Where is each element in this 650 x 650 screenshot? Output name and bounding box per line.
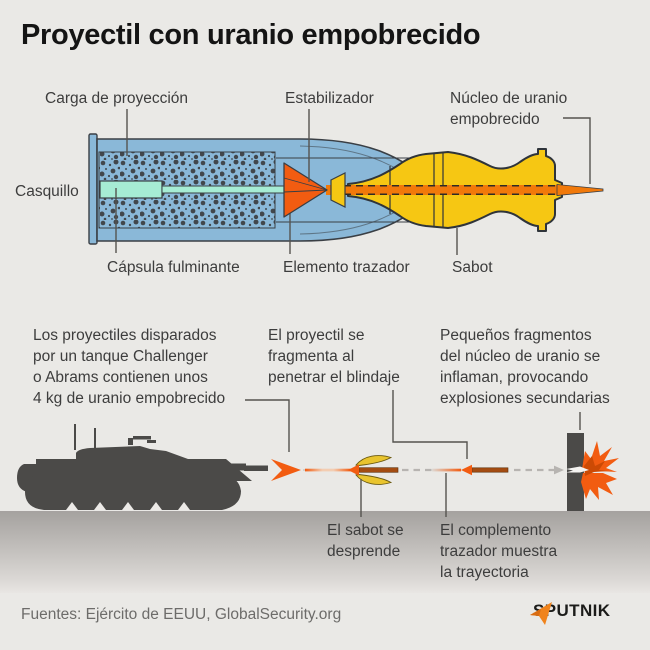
sources-text: Fuentes: Ejército de EEUU, GlobalSecurit… [21,606,342,623]
trajectory [305,455,564,485]
ground [0,511,650,593]
label-nucleo: Núcleo de uranio empobrecido [450,90,568,128]
core-tip [556,184,604,196]
casing-rim [88,133,98,245]
stabilizer-fins [283,162,328,218]
impact-crack [566,466,589,473]
track-notches [66,502,190,510]
note-sabot-discard: El sabot se desprende [327,522,404,560]
label-capsula: Cápsula fulminante [107,259,240,276]
uranium-core [326,184,604,196]
note-tank: Los proyectiles disparados por un tanque… [33,327,226,407]
sabot-discard-projectile [348,455,399,485]
secondary-explosion [566,441,619,500]
sputnik-logo-icon [530,602,552,625]
page-title: Proyectil con uranio empobrecido [21,19,481,51]
penetrator-dart [461,464,509,476]
muzzle-flash [271,459,301,481]
firing-sequence-scene [0,390,650,593]
sputnik-logo: SPUTNIK [529,601,611,625]
tracer-trail-1 [305,468,351,472]
lower-connectors [245,390,581,517]
upper-connectors [126,109,591,255]
note-tracer: El complemento trazador muestra la traye… [440,522,558,581]
tracer-trail-2 [432,468,461,472]
trajectory-arrowhead [554,465,564,475]
label-estabilizador: Estabilizador [285,90,374,107]
label-carga: Carga de proyección [45,90,189,107]
shell-cutaway-diagram [88,109,604,255]
note-explosion: Pequeños fragmentos del núcleo de uranio… [440,327,610,407]
sputnik-wordmark: SPUTNIK [533,601,611,620]
note-fragment: El proyectil se fragmenta al penetrar el… [268,327,400,386]
label-elemento: Elemento trazador [283,259,410,276]
label-casquillo: Casquillo [15,183,79,200]
tracer-element-shape [330,172,346,208]
tank-silhouette [17,424,268,510]
label-sabot: Sabot [452,259,493,276]
